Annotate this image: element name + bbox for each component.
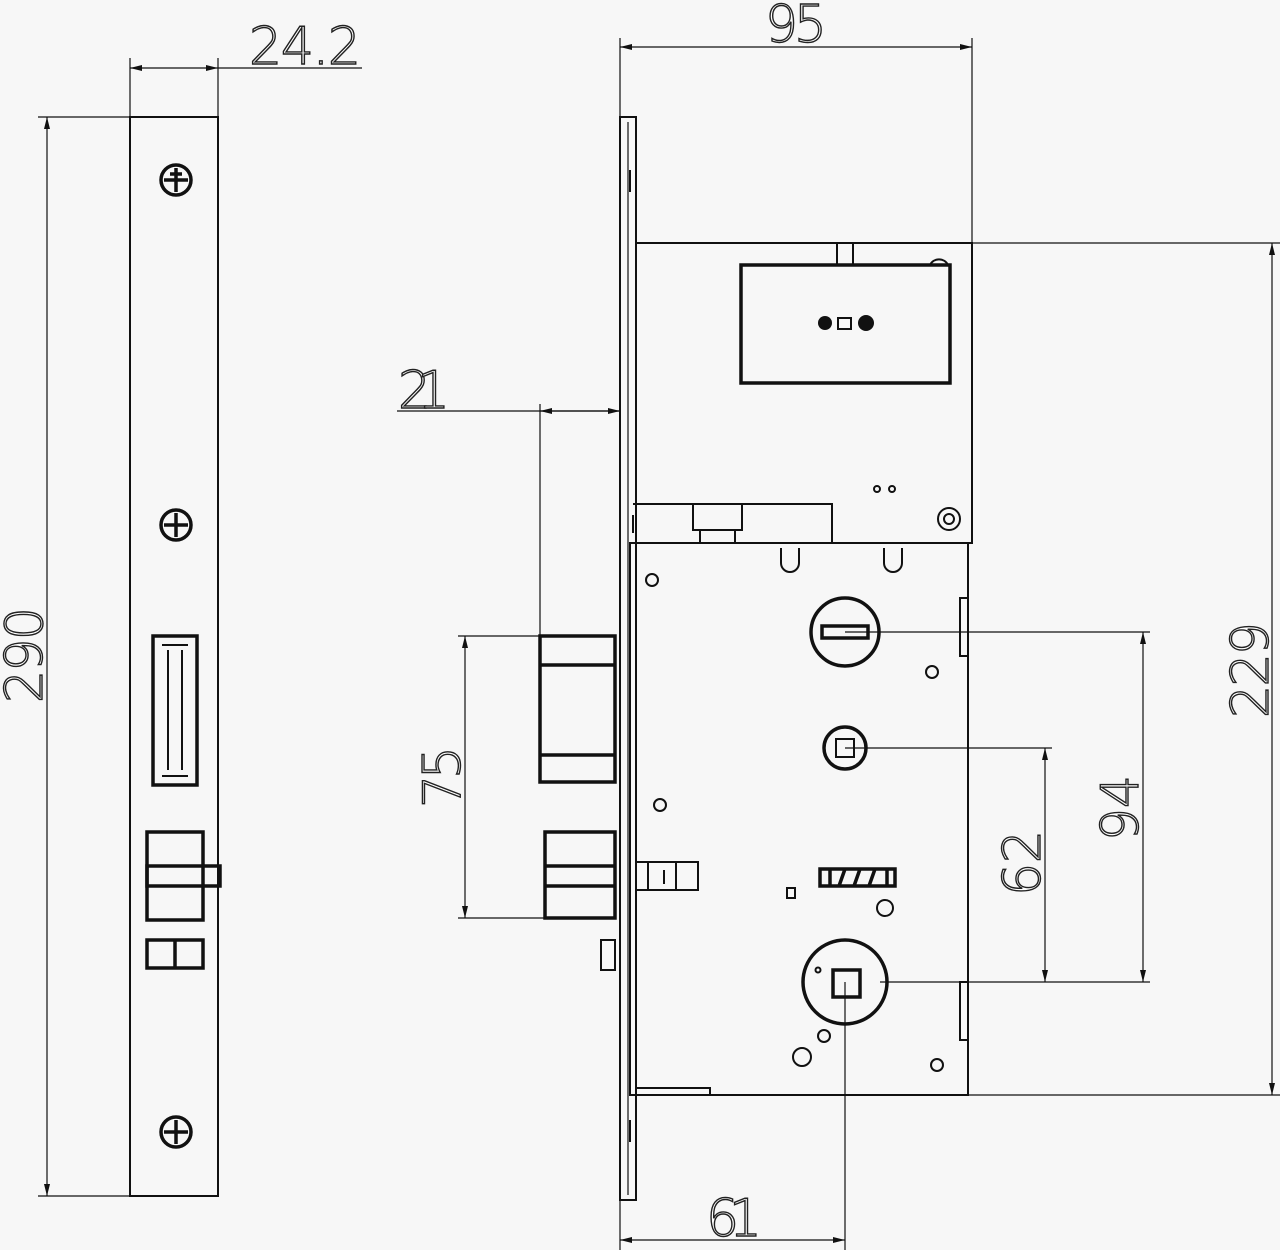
faceplate-front-view bbox=[129, 116, 222, 1197]
dimension-229: 229 bbox=[968, 242, 1280, 1096]
dimension-94: 94 bbox=[845, 631, 1152, 983]
svg-text:94: 94 bbox=[1091, 775, 1151, 841]
auxiliary-slot bbox=[145, 938, 205, 970]
screw-icon bbox=[159, 1115, 193, 1149]
latch-slot bbox=[145, 830, 222, 922]
indicator-leds-icon bbox=[818, 315, 874, 331]
dimension-24-2: 24.2 bbox=[129, 16, 362, 117]
lock-body-side-view bbox=[538, 116, 973, 1201]
svg-text:61: 61 bbox=[706, 1189, 762, 1249]
svg-text:24.2: 24.2 bbox=[249, 17, 361, 77]
screw-icon bbox=[159, 508, 193, 542]
bolt-slot bbox=[151, 634, 199, 787]
dimension-75: 75 bbox=[412, 635, 545, 919]
svg-text:290: 290 bbox=[0, 607, 55, 703]
svg-text:21: 21 bbox=[398, 361, 450, 421]
dimension-95: 95 bbox=[619, 0, 973, 243]
svg-text:229: 229 bbox=[1221, 622, 1280, 718]
svg-text:75: 75 bbox=[413, 746, 473, 808]
screw-icon bbox=[159, 163, 193, 197]
screw-hole-icon bbox=[937, 507, 961, 531]
svg-text:95: 95 bbox=[765, 0, 827, 55]
dimension-21: 21 bbox=[397, 360, 620, 636]
dimension-61: 61 bbox=[619, 982, 846, 1250]
dimension-290: 290 bbox=[0, 116, 130, 1197]
dimension-62: 62 bbox=[845, 747, 1054, 982]
svg-text:62: 62 bbox=[993, 830, 1053, 896]
